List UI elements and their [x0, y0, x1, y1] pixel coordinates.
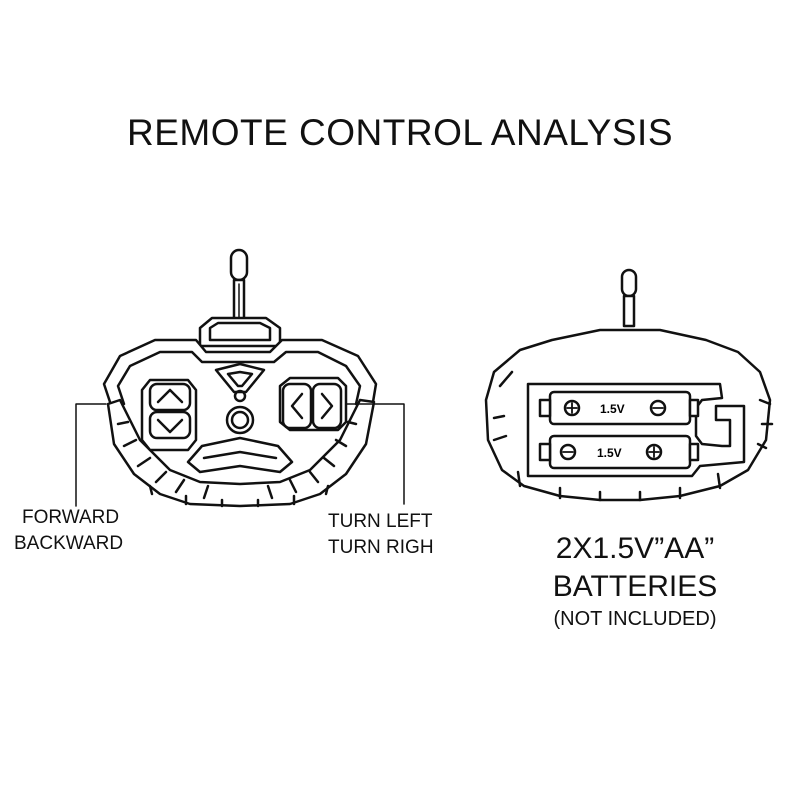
- label-turn-left: TURN LEFT: [328, 511, 433, 532]
- label-backward: BACKWARD: [14, 533, 124, 554]
- cell-1-voltage: 1.5V: [600, 402, 625, 416]
- callout-turn: [345, 403, 405, 505]
- battery-cell-2: [538, 434, 700, 470]
- arrow-left-icon: [290, 392, 304, 420]
- battery-note: (NOT INCLUDED): [553, 608, 717, 630]
- plus-icon: [563, 399, 581, 417]
- battery-word: BATTERIES: [552, 570, 718, 603]
- front-remote: [75, 248, 405, 508]
- battery-cell-1: [538, 390, 700, 426]
- battery-quantity: 2X1.5V”AA”: [555, 532, 715, 565]
- turn-left-right-buttons: [278, 376, 348, 432]
- label-turn-right: TURN RIGH: [328, 537, 434, 558]
- arrow-right-icon: [320, 392, 334, 420]
- plus-icon: [645, 443, 663, 461]
- minus-icon: [649, 399, 667, 417]
- cell-2-voltage: 1.5V: [597, 446, 622, 460]
- arrow-up-icon: [156, 388, 184, 404]
- label-forward: FORWARD: [22, 507, 120, 528]
- antenna-back: [620, 268, 638, 328]
- page-title: REMOTE CONTROL ANALYSIS: [126, 112, 674, 153]
- callout-forward: [75, 403, 107, 507]
- forward-backward-buttons: [140, 378, 198, 452]
- antenna-front: [229, 248, 249, 324]
- arrow-down-icon: [156, 418, 184, 434]
- minus-icon: [559, 443, 577, 461]
- back-remote: [484, 268, 774, 502]
